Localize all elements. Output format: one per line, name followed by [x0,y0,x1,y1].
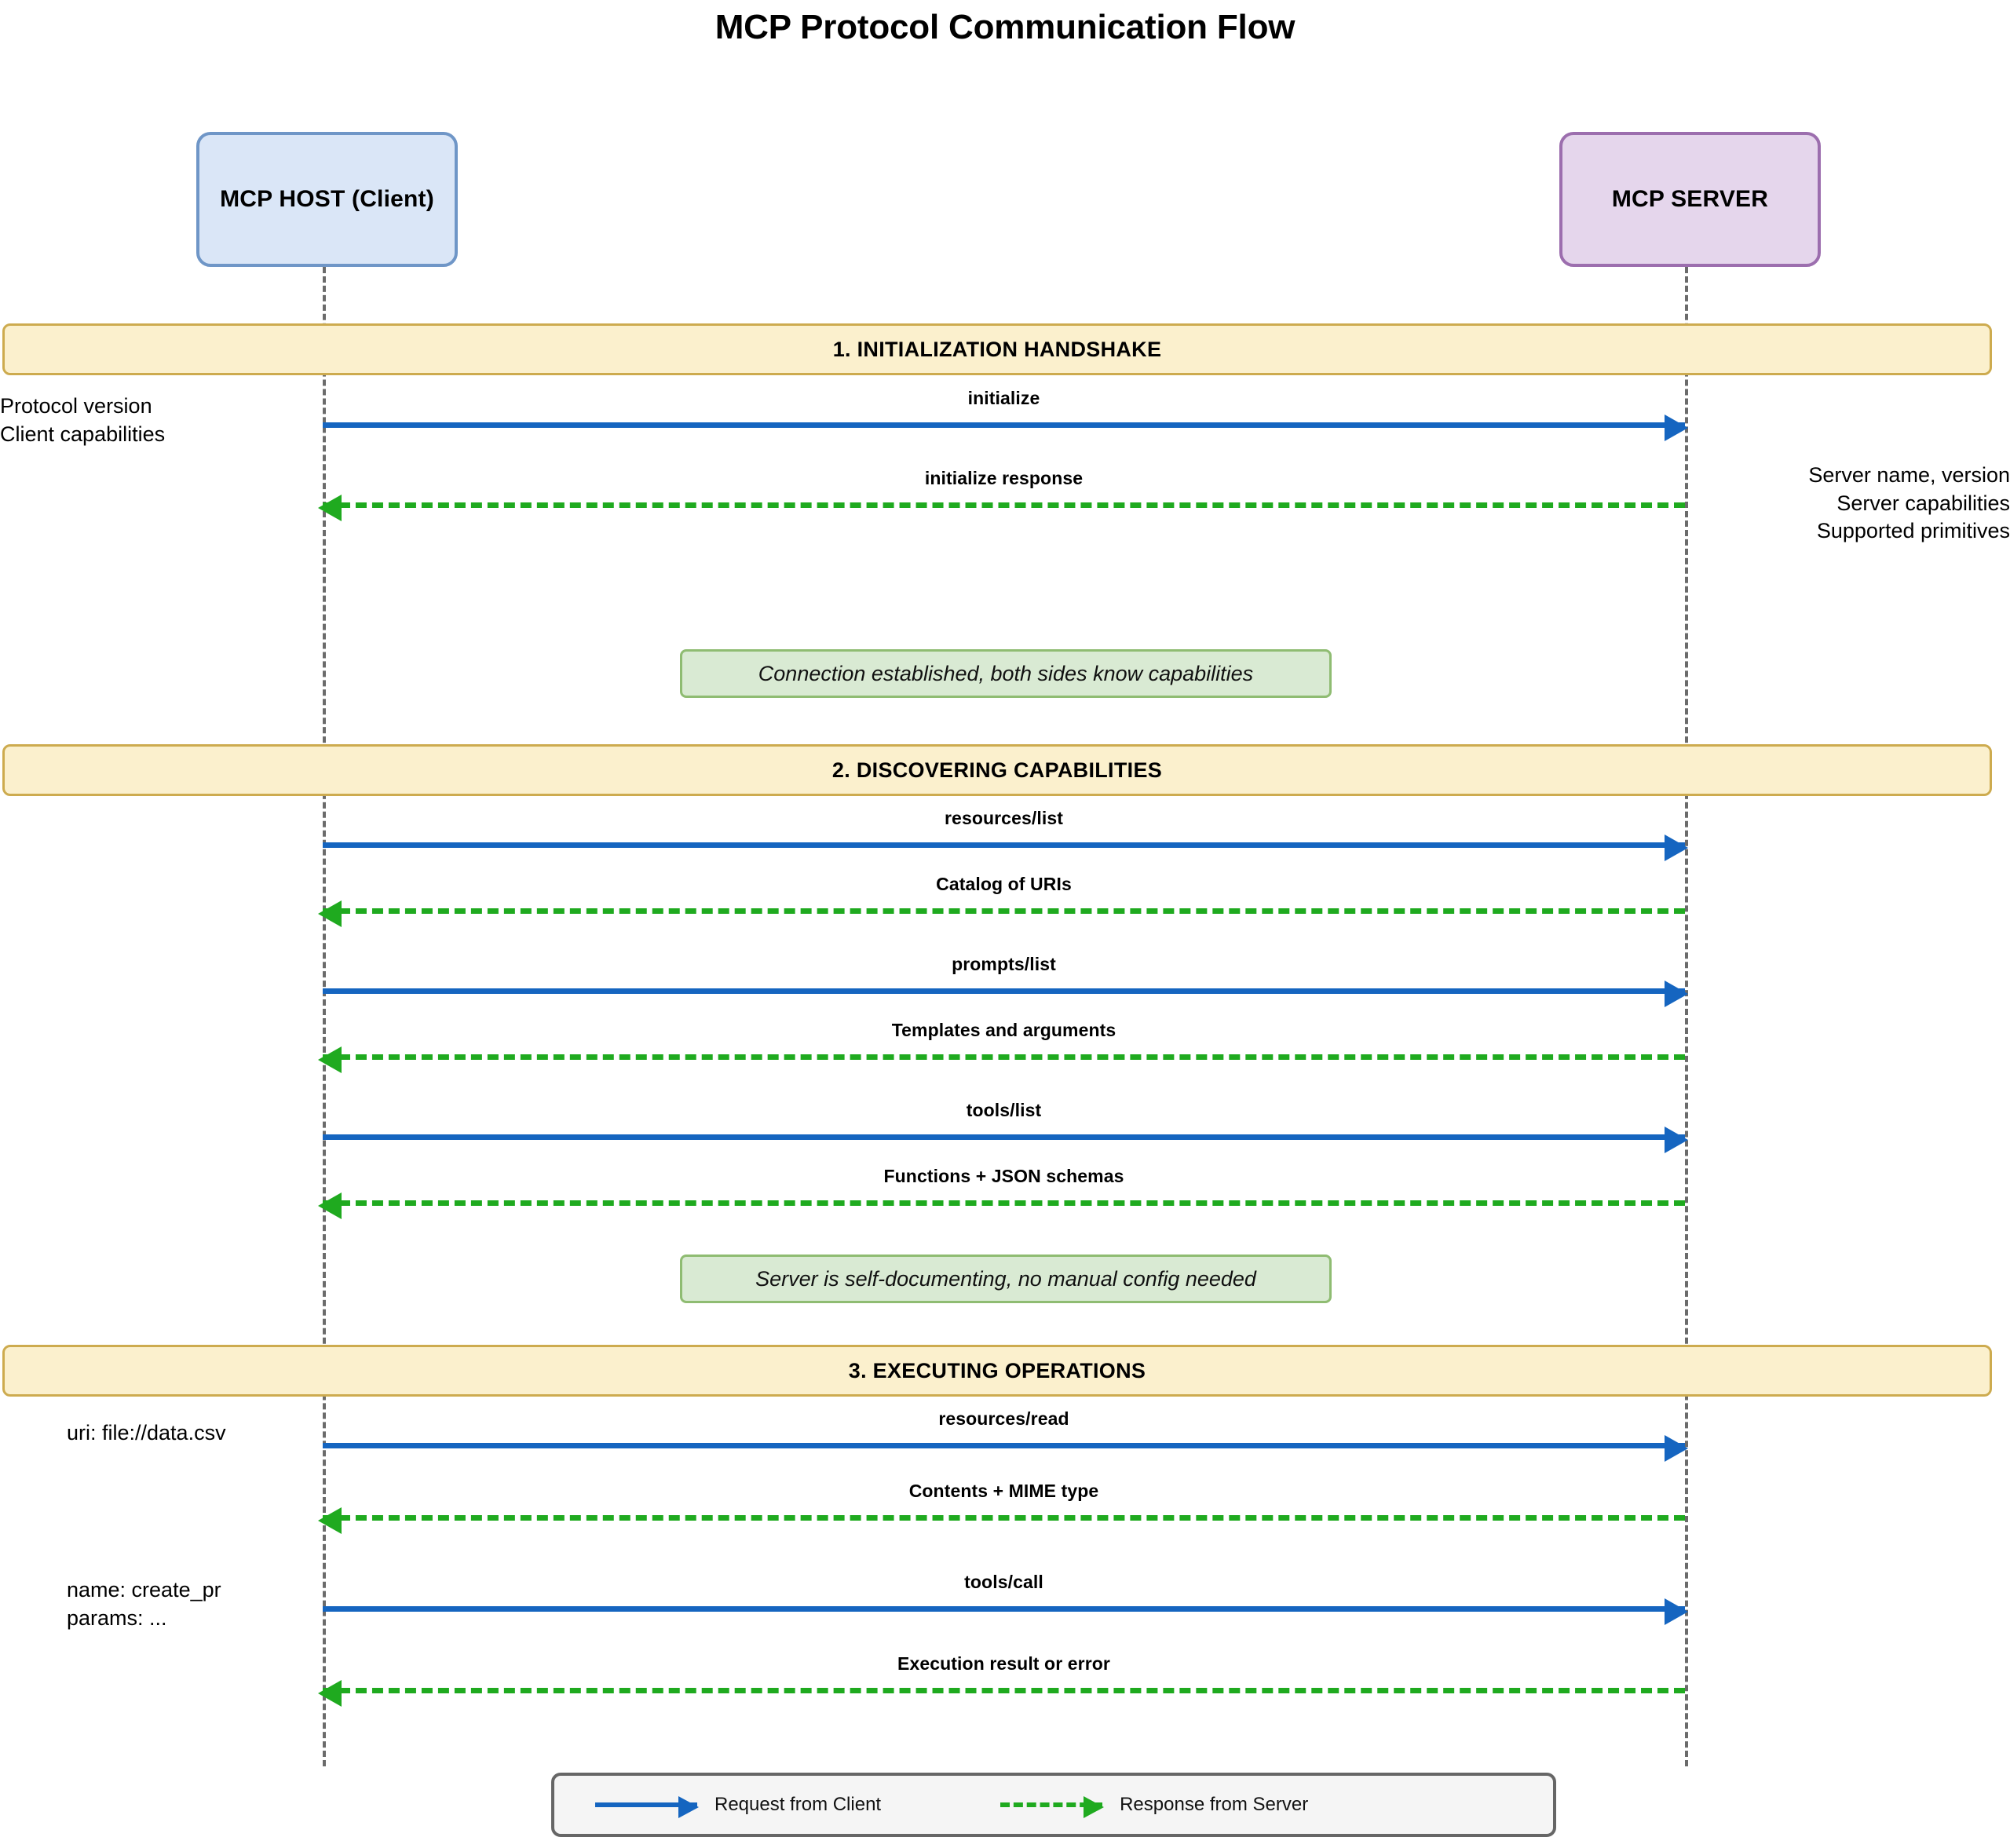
message-label: Templates and arguments [891,1020,1116,1040]
message-line-request [323,415,1688,441]
section-label: 3. EXECUTING OPERATIONS [848,1358,1146,1382]
arrow-right-icon [1665,415,1688,441]
request-arrow-icon [595,1796,699,1818]
arrow-right-icon [1665,981,1688,1007]
message-line-request [323,835,1688,861]
legend-label-response: Response from Server [1120,1794,1309,1815]
arrow-left-icon [318,1192,342,1219]
legend-item-response: Response from Server [1000,1794,1309,1818]
message-label: resources/read [938,1408,1069,1429]
message-line-request [323,1435,1688,1462]
message-line-response [318,1507,1685,1534]
arrow-right-icon [1665,835,1688,861]
message-line-request [323,981,1688,1007]
arrow-left-icon [318,1680,342,1707]
message-label: Catalog of URIs [936,874,1072,894]
legend: Request from Client Response from Server [551,1773,1556,1837]
section-banner-initialization: 1. INITIALIZATION HANDSHAKE [2,323,1992,375]
arrow-left-icon [318,1507,342,1534]
message-line-request [323,1127,1688,1153]
participant-server-label: MCP SERVER [1611,186,1769,213]
section-label: 1. INITIALIZATION HANDSHAKE [832,337,1162,361]
message-label: Contents + MIME type [908,1481,1099,1501]
message-line-response [318,1680,1685,1707]
message-line-response [318,1192,1685,1219]
message-label: tools/call [964,1572,1043,1592]
note-self-documenting: Server is self-documenting, no manual co… [680,1255,1332,1303]
message-label: Execution result or error [897,1653,1110,1674]
lifeline-host [323,267,326,1766]
message-label: prompts/list [952,954,1056,974]
note-text: Server is self-documenting, no manual co… [755,1266,1256,1291]
page-title: MCP Protocol Communication Flow [714,8,1296,46]
message-line-response [318,900,1685,927]
arrow-left-icon [318,495,342,521]
participant-host-label: MCP HOST (Client) [220,186,434,213]
arrow-right-icon [1665,1127,1688,1153]
annotation-client-init: Protocol version Client capabilities [0,394,166,446]
annotation-resources-read: uri: file://data.csv [67,1421,226,1444]
participant-mcp-host[interactable]: MCP HOST (Client) [196,132,458,267]
arrow-right-icon [1665,1598,1688,1625]
arrow-right-icon [1665,1435,1688,1462]
note-connection-established: Connection established, both sides know … [680,649,1332,698]
legend-item-request: Request from Client [595,1794,882,1818]
note-text: Connection established, both sides know … [758,661,1254,685]
annotation-tools-call: name: create_pr params: ... [67,1578,221,1630]
arrow-left-icon [318,1046,342,1073]
legend-label-request: Request from Client [714,1794,882,1815]
section-banner-executing: 3. EXECUTING OPERATIONS [2,1345,1992,1397]
message-label: tools/list [966,1100,1042,1120]
message-line-response [318,1046,1685,1073]
message-label: Functions + JSON schemas [883,1166,1124,1186]
response-arrow-icon [1000,1796,1105,1818]
arrow-left-icon [318,900,342,927]
lifeline-server [1685,267,1688,1766]
message-label: initialize [967,388,1040,408]
message-line-request [323,1598,1688,1625]
message-label: initialize response [924,468,1084,488]
message-line-response [318,495,1685,521]
section-label: 2. DISCOVERING CAPABILITIES [831,758,1163,782]
section-banner-discovering: 2. DISCOVERING CAPABILITIES [2,744,1992,796]
participant-mcp-server[interactable]: MCP SERVER [1559,132,1821,267]
annotation-server-init: Server name, version Server capabilities… [1808,463,2010,543]
message-label: resources/list [945,808,1063,828]
